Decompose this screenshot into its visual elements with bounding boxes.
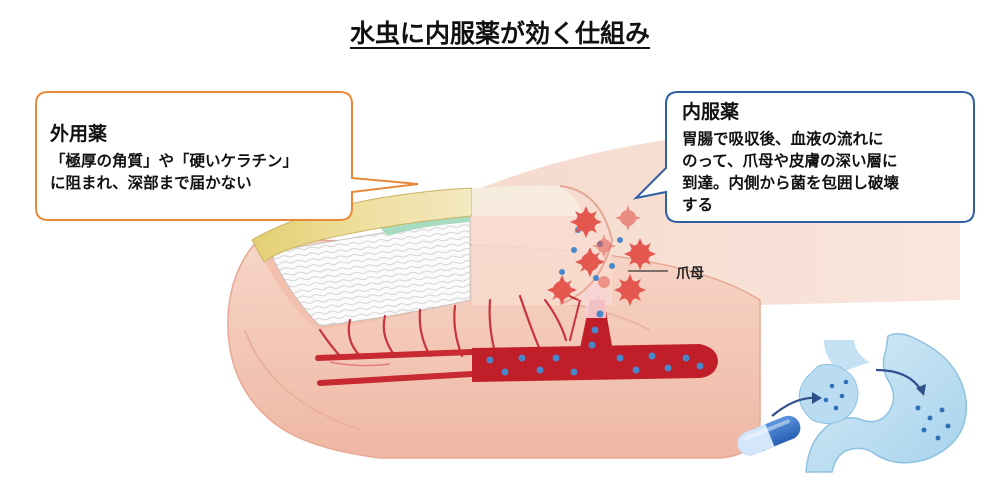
page-title: 水虫に内服薬が効く仕組み — [349, 19, 650, 48]
stomach-illustration — [771, 333, 968, 473]
internal-medicine-description: 胃腸で吸収後、血液の流れに のって、爪母や皮膚の深い層に 到達。内側から菌を包囲… — [682, 130, 900, 214]
flow-arrow — [578, 282, 614, 318]
external-medicine-heading: 外用薬 — [50, 123, 108, 145]
nail-matrix-label: 爪母 — [676, 266, 704, 282]
blood-vessel — [472, 344, 718, 382]
external-medicine-description: 「極厚の角質」や「硬いケラチン」 に阻まれ、深部まで届かない — [50, 152, 299, 192]
internal-medicine-heading: 内服薬 — [682, 101, 740, 123]
external-callout-bubble — [35, 91, 419, 221]
fungi — [547, 205, 656, 306]
keratin-layer — [269, 217, 471, 327]
pill-icon — [737, 415, 801, 456]
internal-medicine-callout: 内服薬 胃腸で吸収後、血液の流れに のって、爪母や皮膚の深い層に 到達。内側から… — [682, 100, 962, 216]
drug-particles-vessel — [486, 310, 704, 376]
external-medicine-callout: 外用薬 「極厚の角質」や「硬いケラチン」 に阻まれ、深部まで届かない — [50, 122, 350, 194]
internal-callout-bubble — [632, 91, 975, 223]
